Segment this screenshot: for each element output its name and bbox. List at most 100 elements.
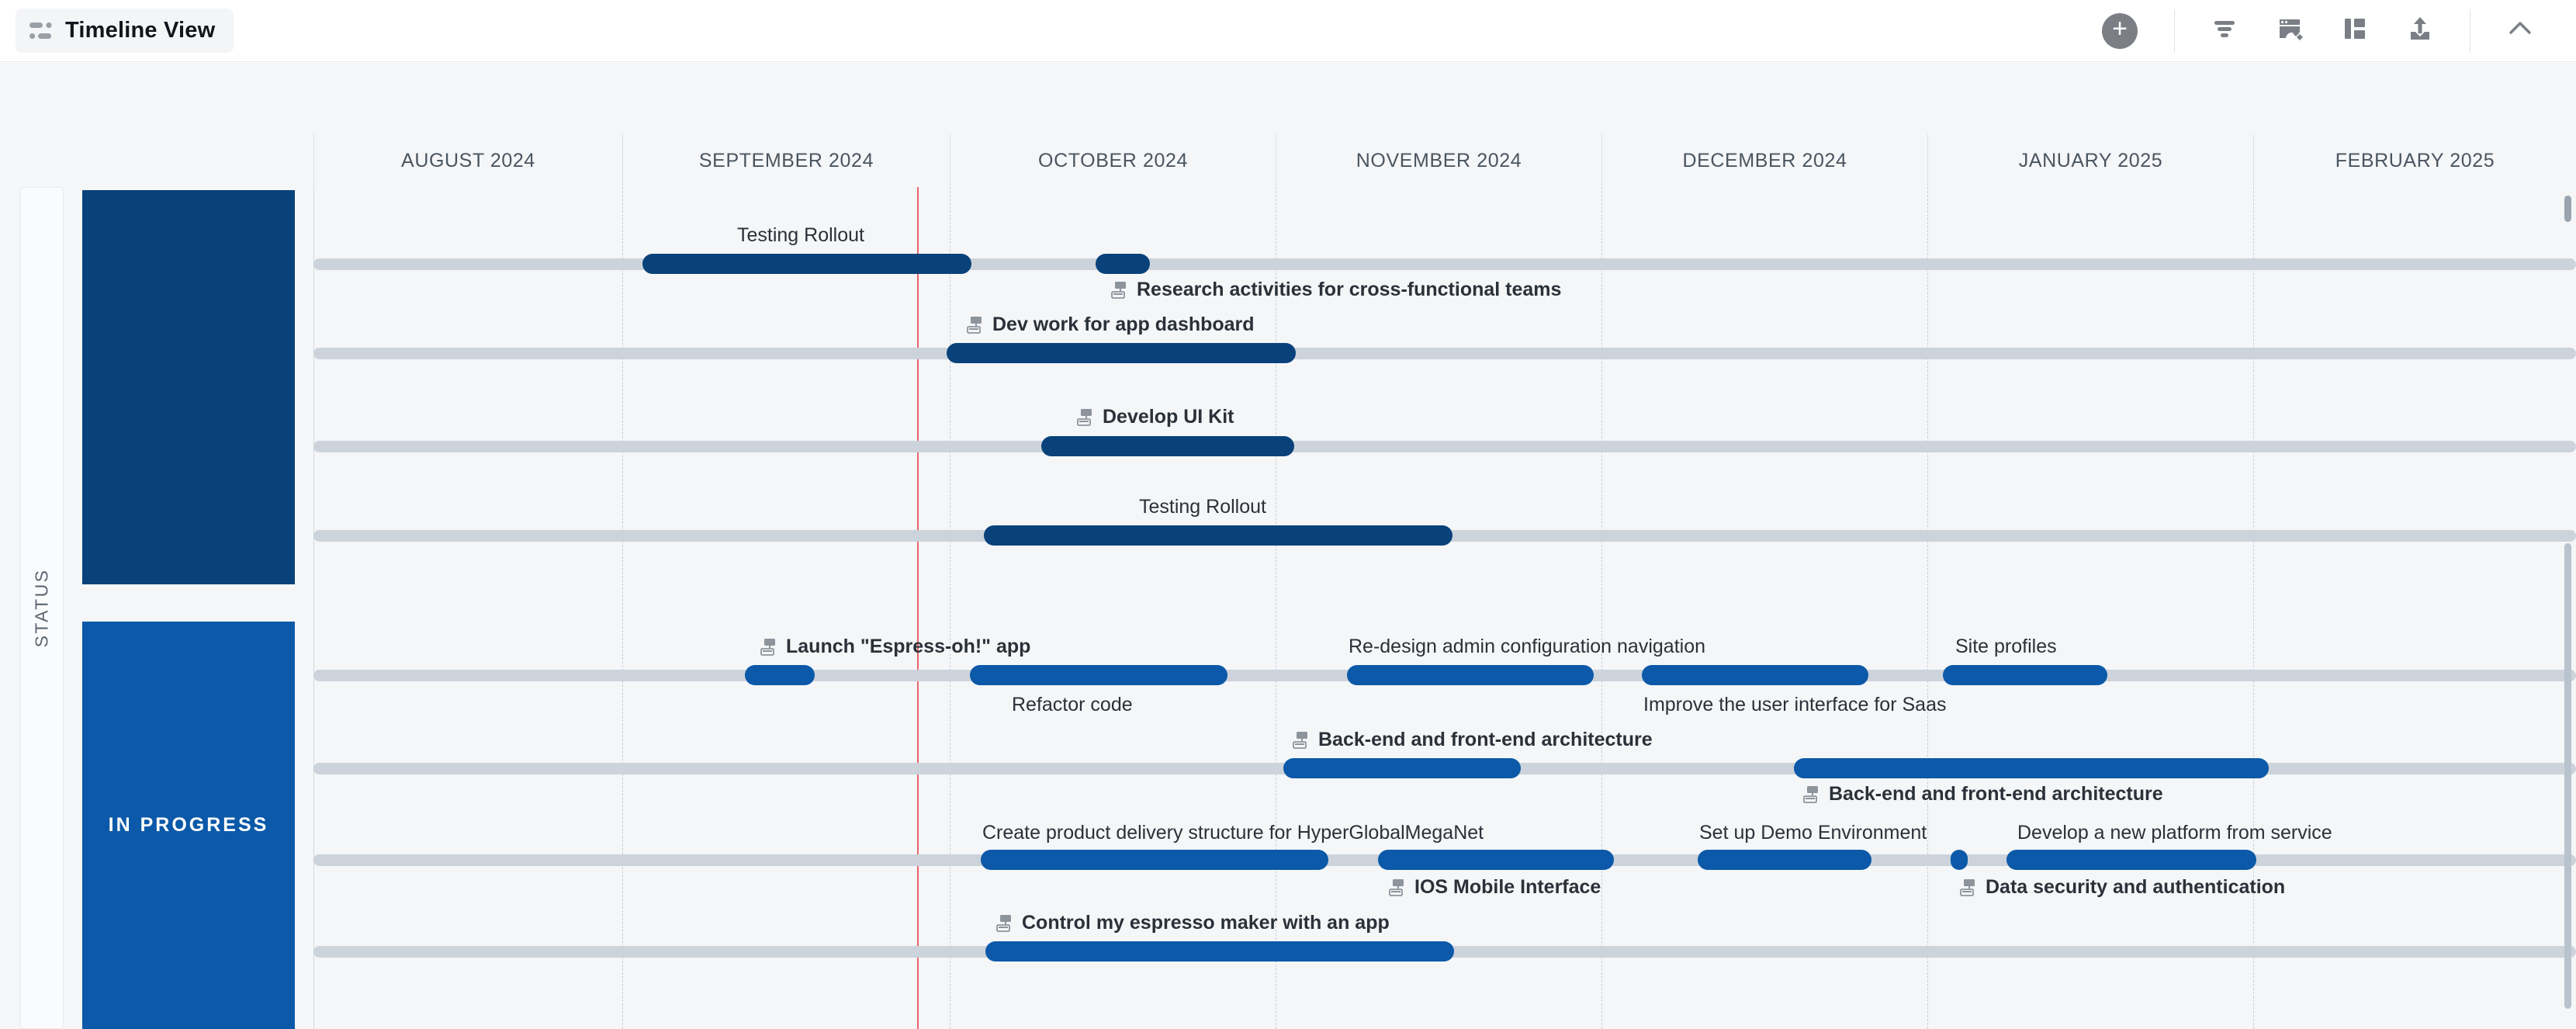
status-axis-label: STATUS <box>20 187 64 1029</box>
layout-button[interactable] <box>2322 0 2387 62</box>
monitor-device-icon <box>1803 785 1822 803</box>
timeline-bar[interactable] <box>1378 850 1614 870</box>
timeline-bar-label-text: Data security and authentication <box>1986 876 2286 898</box>
timeline-bar[interactable] <box>985 941 1454 961</box>
timeline-bar-label-text: Testing Rollout <box>737 224 864 246</box>
timeline-bar[interactable] <box>981 850 1328 870</box>
grid-line <box>313 187 314 1029</box>
timeline-bar-label-text: Re-design admin configuration navigation <box>1349 636 1706 657</box>
timeline-bar-label-text: Develop UI Kit <box>1103 406 1234 428</box>
plus-icon[interactable]: + <box>2102 12 2138 49</box>
timeline-bar[interactable] <box>1794 758 2269 778</box>
export-button[interactable] <box>2387 0 2453 62</box>
monitor-device-icon <box>996 914 1015 932</box>
monitor-device-icon <box>760 638 779 656</box>
timeline-bar[interactable] <box>984 525 1452 546</box>
today-marker-line <box>917 187 919 1029</box>
monitor-device-icon <box>1293 731 1311 749</box>
timeline-bar[interactable] <box>745 665 815 685</box>
timeline-rows-icon <box>29 21 53 41</box>
grid-line <box>622 187 623 1029</box>
layout-panel-icon <box>2339 12 2371 49</box>
vertical-scrollbar-thumb-top[interactable] <box>2564 196 2571 222</box>
timeline-bar-label[interactable]: Re-design admin configuration navigation <box>1349 636 1705 658</box>
timeline-bar-label[interactable]: Create product delivery structure for Hy… <box>982 822 1484 844</box>
timeline-bar[interactable] <box>1347 665 1594 685</box>
month-header-cell: AUGUST 2024 <box>313 134 622 187</box>
timeline-bar-label-text: IOS Mobile Interface <box>1414 876 1601 898</box>
timeline-bar-label-text: Back-end and front-end architecture <box>1829 783 2163 805</box>
timeline-bar-label[interactable]: Back-end and front-end architecture <box>1803 783 2163 806</box>
timeline-bar-label-text: Site profiles <box>1955 636 2057 657</box>
month-header-cell: JANUARY 2025 <box>1927 134 2253 187</box>
chevron-up-icon <box>2504 12 2536 49</box>
month-header-cell: NOVEMBER 2024 <box>1276 134 1601 187</box>
status-block-2[interactable]: IN PROGRESS <box>82 622 295 1029</box>
timeline-bar-label[interactable]: Develop a new platform from service <box>2017 822 2332 844</box>
timeline-bar[interactable] <box>970 665 1227 685</box>
monitor-device-icon <box>1111 281 1130 299</box>
toolbar-actions: + <box>2092 0 2576 62</box>
timeline-bar[interactable] <box>642 254 971 274</box>
timeline-bar-label-text: Testing Rollout <box>1139 496 1266 518</box>
link-button[interactable] <box>2257 0 2322 62</box>
timeline-bar-label-text: Improve the user interface for Saas <box>1643 694 1947 715</box>
timeline-bar-label-text: Set up Demo Environment <box>1699 822 1927 844</box>
timeline-bar-label[interactable]: Control my espresso maker with an app <box>996 912 1390 934</box>
timeline-bar-label[interactable]: Develop UI Kit <box>1077 406 1234 428</box>
timeline-bar-label-text: Launch "Espress-oh!" app <box>786 636 1031 657</box>
timeline-bar-label[interactable]: Improve the user interface for Saas <box>1643 694 1946 716</box>
top-toolbar: Timeline View + <box>0 0 2576 62</box>
timeline-bar-label[interactable]: Launch "Espress-oh!" app <box>760 636 1030 658</box>
timeline-bar-label-text: Research activities for cross-functional… <box>1137 279 1562 300</box>
timeline-bar-label[interactable]: Research activities for cross-functional… <box>1111 279 1561 301</box>
monitor-device-icon <box>1077 408 1096 426</box>
timeline-bar-label[interactable]: IOS Mobile Interface <box>1389 876 1601 899</box>
timeline-bar-label-text: Refactor code <box>1012 694 1133 715</box>
monitor-device-icon <box>1389 878 1407 896</box>
status-axis-text: STATUS <box>31 568 52 648</box>
timeline-bar[interactable] <box>1283 758 1521 778</box>
timeline-bar-label[interactable]: Back-end and front-end architecture <box>1293 729 1653 751</box>
timeline-bar-label[interactable]: Data security and authentication <box>1960 876 2285 899</box>
grid-line <box>2253 187 2254 1029</box>
upload-icon <box>2404 12 2436 49</box>
month-header-cell: FEBRUARY 2025 <box>2253 134 2576 187</box>
timeline-range-strip: Aug 1, 2024 Feb 28, 2025 <box>0 63 2576 200</box>
timeline-row-track <box>313 441 2576 452</box>
vertical-scrollbar-thumb[interactable] <box>2564 543 2571 1009</box>
timeline-bar-label[interactable]: Testing Rollout <box>1139 496 1266 518</box>
status-block-1[interactable] <box>82 190 295 584</box>
filter-button[interactable] <box>2192 0 2257 62</box>
timeline-bar-label[interactable]: Dev work for app dashboard <box>967 314 1255 336</box>
timeline-bar[interactable] <box>1096 254 1150 274</box>
month-header-cell: SEPTEMBER 2024 <box>622 134 950 187</box>
grid-line <box>1601 187 1602 1029</box>
timeline-bar[interactable] <box>1951 850 1968 870</box>
timeline-bar-label-text: Create product delivery structure for Hy… <box>982 822 1484 844</box>
monitor-device-icon <box>967 316 985 334</box>
timeline-bar[interactable] <box>947 343 1296 363</box>
timeline-row-track <box>313 348 2576 359</box>
filter-icon <box>2208 12 2241 49</box>
view-selector-chip[interactable]: Timeline View <box>16 9 234 53</box>
timeline-bar-label[interactable]: Set up Demo Environment <box>1699 822 1927 844</box>
window-link-icon <box>2273 12 2306 49</box>
timeline-bar[interactable] <box>1041 436 1294 456</box>
timeline-bar[interactable] <box>2006 850 2256 870</box>
timeline-bar[interactable] <box>1943 665 2107 685</box>
timeline-bar[interactable] <box>1698 850 1871 870</box>
timeline-bar[interactable] <box>1642 665 1868 685</box>
timeline-bar-label-text: Control my espresso maker with an app <box>1022 912 1390 934</box>
timeline-bar-label[interactable]: Testing Rollout <box>737 224 864 247</box>
collapse-button[interactable] <box>2488 0 2553 62</box>
timeline-bar-label[interactable]: Site profiles <box>1955 636 2057 658</box>
timeline-bar-label[interactable]: Refactor code <box>1012 694 1133 716</box>
monitor-device-icon <box>1960 878 1979 896</box>
timeline-bar-label-text: Develop a new platform from service <box>2017 822 2332 844</box>
timeline-bar-label-text: Dev work for app dashboard <box>992 314 1255 335</box>
add-button[interactable]: + <box>2092 0 2157 62</box>
